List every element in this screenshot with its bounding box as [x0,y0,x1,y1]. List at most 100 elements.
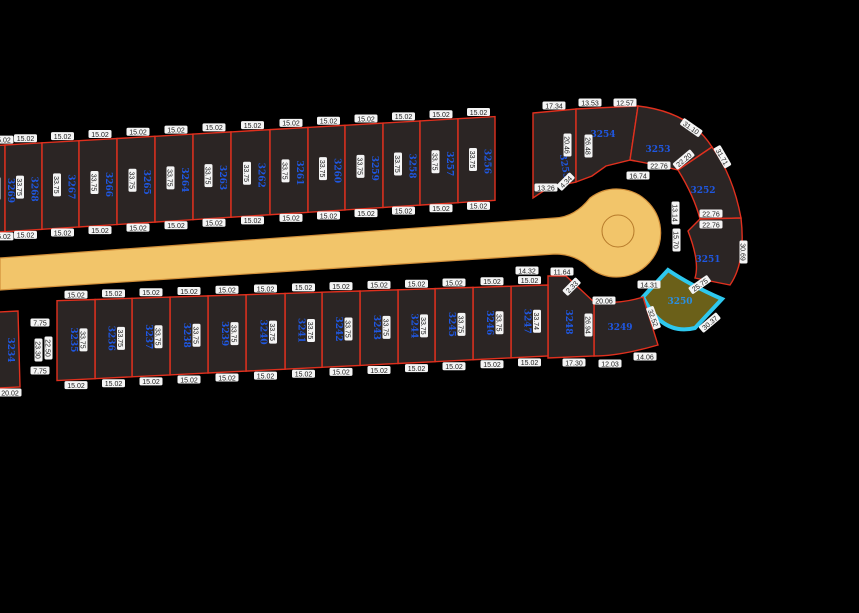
lot-depth-label: 33.75 [192,323,201,347]
lot-3234[interactable] [0,310,21,389]
lot-number-label: 3253 [645,145,670,155]
lot-number-label: 3269 [5,178,15,203]
svg-text:15.02: 15.02 [357,116,375,123]
svg-text:12.57: 12.57 [616,100,634,107]
lot-width-label: 15.02 [279,118,303,128]
svg-text:15.02: 15.02 [244,123,262,130]
lot-depth-label: 33.75 [495,311,504,335]
svg-text:33.75: 33.75 [281,162,288,180]
svg-text:15.02: 15.02 [432,206,450,213]
lot-width-label: 15.02 [202,123,226,132]
svg-text:33.75: 33.75 [52,176,59,194]
svg-text:30.69: 30.69 [739,243,746,261]
lot-depth-label: 33.75 [0,177,1,201]
dimension-label: 20.46 [563,133,572,157]
lot-3269[interactable] [0,144,6,233]
lot-number-label: 3258 [407,154,417,179]
lot-number-label: 3255 [557,153,571,179]
lot-depth-label: 33.75 [457,312,466,336]
svg-text:33.75: 33.75 [79,331,86,349]
svg-text:14.31: 14.31 [640,282,658,289]
svg-text:15.02: 15.02 [395,114,413,121]
lot-depth-label: 33.75 [204,164,213,188]
lot-number-label: 3242 [333,316,343,341]
svg-text:14.32: 14.32 [518,268,536,275]
svg-text:15.02: 15.02 [142,379,160,386]
dimension-label: 15.70 [672,228,681,252]
lot-width-label: 15.02 [367,365,391,375]
lot-depth-label: 33.75 [230,322,239,346]
lot-width-label: 15.02 [467,108,490,117]
svg-text:33.75: 33.75 [495,314,502,332]
svg-text:15.02: 15.02 [295,372,313,379]
lot-width-label: 20.02 [0,388,22,397]
svg-text:12.03: 12.03 [601,361,619,368]
lot-depth-label: 33.75 [306,319,315,343]
svg-text:14.06: 14.06 [636,354,654,361]
lot-depth-label: 22.76 [699,209,723,218]
svg-text:20.46: 20.46 [563,136,570,154]
lot-depth-label: 33.75 [116,326,125,350]
lot-width-label: 15.02 [329,282,353,291]
lot-width-label: 15.02 [0,232,14,241]
lot-width-label: 15.02 [164,125,188,134]
lot-width-label: 17.30 [562,358,586,367]
lot-number-label: 3236 [106,326,116,351]
lot-number-label: 3250 [667,297,692,307]
lot-depth-label: 26.94 [584,313,593,337]
lot-width-label: 13.53 [578,98,602,107]
lot-width-label: 15.02 [51,132,74,141]
dimension-label: 16.74 [626,171,650,180]
svg-text:33.75: 33.75 [457,316,464,334]
svg-text:33.75: 33.75 [166,169,173,187]
lot-width-label: 30.69 [739,240,748,264]
svg-text:13.26: 13.26 [537,185,555,192]
lot-depth-label: 33.75 [382,315,391,339]
svg-text:15.02: 15.02 [521,278,539,285]
lot-depth-label: 33.75 [393,152,402,176]
lot-number-label: 3239 [219,321,229,346]
lot-depth-label: 33.75 [128,168,137,192]
lot-depth-label: 33.75 [15,175,24,199]
lot-width-label: 15.02 [126,127,150,137]
lot-number-label: 3248 [563,309,573,334]
labels-layer: 326933.7515.0215.02326833.7515.0215.0232… [0,98,748,397]
lot-depth-label: 22.76 [699,220,723,229]
svg-text:15.02: 15.02 [0,234,11,241]
lot-number-label: 3254 [590,130,615,140]
street-cul-de-sac [0,188,662,291]
lot-number-label: 3262 [256,163,266,188]
svg-text:7.75: 7.75 [33,320,47,327]
lot-number-label: 3235 [68,327,78,352]
svg-text:15.02: 15.02 [205,125,223,132]
dimension-label: 22.50 [44,336,53,360]
lot-number-label: 3237 [143,324,153,349]
lot-number-label: 3264 [179,167,189,192]
lot-width-label: 15.02 [177,286,201,296]
svg-text:33.75: 33.75 [154,328,161,346]
lot-width-label: 15.02 [292,283,315,292]
lot-width-label: 15.02 [405,279,428,289]
lot-number-label: 3256 [482,149,492,174]
lot-width-label: 15.02 [254,371,277,380]
svg-text:33.75: 33.75 [431,153,438,171]
lot-number-label: 3246 [484,310,494,335]
lot-width-label: 15.02 [241,216,264,225]
lot-depth-label: 26.48 [584,134,593,158]
dimension-label: 13.14 [671,201,680,225]
svg-text:15.02: 15.02 [91,228,109,235]
svg-text:15.02: 15.02 [129,225,147,232]
lot-width-label: 15.02 [241,121,264,130]
svg-text:15.02: 15.02 [370,283,388,290]
svg-text:15.02: 15.02 [483,362,501,369]
svg-text:15.02: 15.02 [17,136,35,143]
lot-width-label: 15.02 [126,223,150,232]
svg-text:13.14: 13.14 [671,204,678,222]
lot-number-label: 3244 [409,313,419,338]
lot-3235[interactable] [56,298,96,382]
lot-width-label: 15.02 [51,228,74,237]
svg-text:33.75: 33.75 [419,317,426,335]
lot-depth-label: 33.75 [166,166,175,190]
svg-text:15.02: 15.02 [432,112,450,119]
svg-text:23.30: 23.30 [34,341,41,359]
